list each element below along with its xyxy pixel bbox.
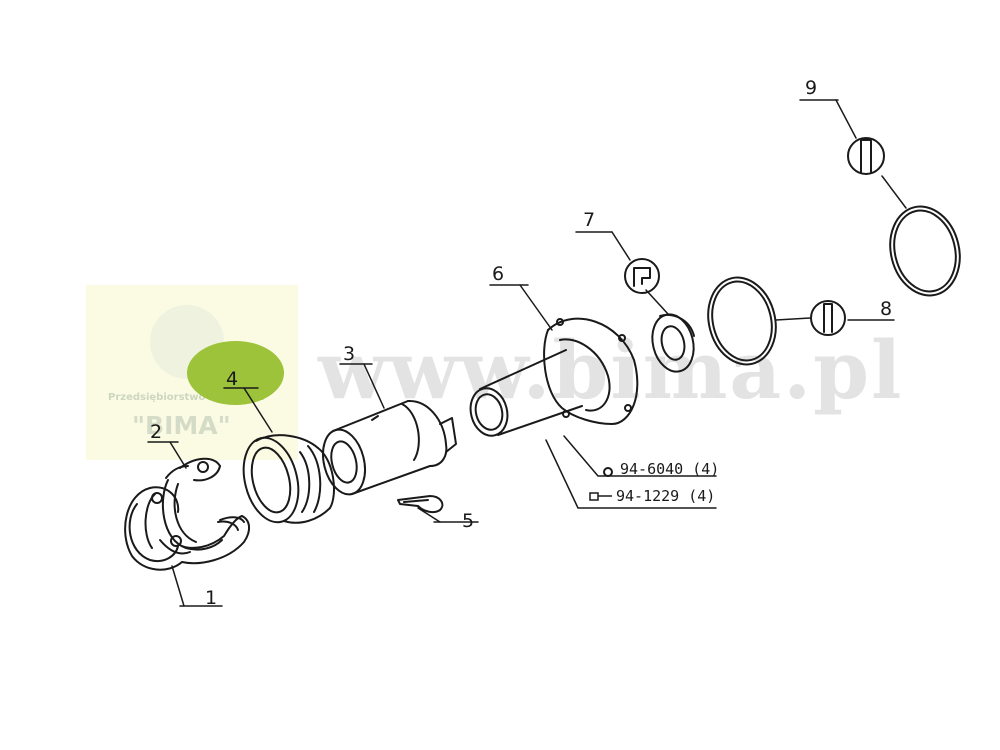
label-part-6: 6 [492, 263, 505, 285]
part-2-half-clamp [161, 457, 239, 551]
watermark-company-line2: "BIMA" [132, 411, 231, 440]
leader-lines [147, 99, 907, 607]
label-part-5: 5 [462, 510, 475, 532]
nut-symbol [603, 467, 613, 477]
part-6-flanged-tube [469, 317, 639, 437]
part-ref-nut: 94-6040 (4) [620, 460, 720, 478]
part-5-cotter-pin [397, 495, 444, 514]
bolt-head-symbol [589, 492, 599, 501]
watermark-website: www.bima.pl [318, 323, 904, 417]
o-ring-small [707, 276, 777, 366]
watermark-company-line1: Przedsiębiorstwo Handlowe [108, 392, 265, 403]
part-1-half-clamp [124, 486, 250, 571]
callout-7-icon [624, 258, 660, 294]
part-3-cylinder [322, 399, 457, 496]
label-part-3: 3 [343, 343, 356, 365]
o-ring-large [889, 205, 961, 297]
label-part-9: 9 [805, 77, 818, 99]
label-part-4: 4 [226, 368, 239, 390]
label-part-2: 2 [150, 421, 163, 443]
label-part-7: 7 [583, 209, 596, 231]
part-ref-bolt: 94-1229 (4) [616, 487, 716, 505]
label-part-1: 1 [205, 587, 218, 609]
part-4-seal-ring [242, 434, 335, 524]
part-7-washer [651, 313, 695, 373]
highlight-marker [187, 341, 284, 405]
callout-9-icon [847, 137, 885, 175]
callout-8-icon [810, 300, 846, 336]
label-part-8: 8 [880, 298, 893, 320]
